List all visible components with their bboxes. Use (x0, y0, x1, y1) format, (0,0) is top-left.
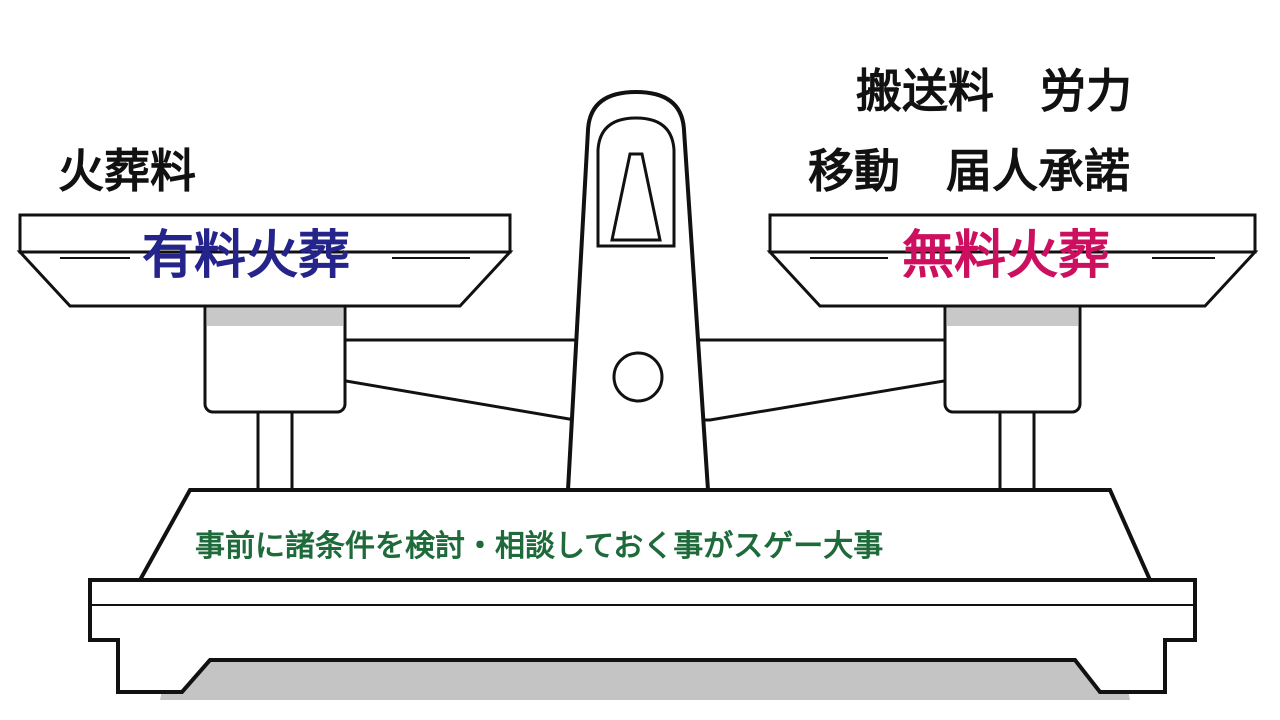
left-foot-post (256, 406, 294, 494)
left-pan-label: 有料火葬 (142, 226, 351, 286)
right-pan-label: 無料火葬 (902, 226, 1111, 286)
needle-icon (610, 152, 662, 242)
right-hanger-shadow (947, 306, 1078, 326)
right-top-label-line2: 移動 届人承諾 (808, 144, 1130, 198)
right-foot-post (998, 406, 1036, 494)
base-shadow (160, 650, 1130, 700)
left-top-label: 火葬料 (58, 144, 196, 198)
right-pan-rim (768, 213, 1257, 254)
left-hanger-shadow (207, 306, 343, 326)
base-caption: 事前に諸条件を検討・相談しておく事がスゲー大事 (195, 529, 884, 564)
base-body (88, 578, 1197, 694)
left-pan-rim (18, 213, 512, 254)
right-top-label-line1: 搬送料 労力 (856, 64, 1132, 118)
pivot-icon (612, 351, 664, 403)
